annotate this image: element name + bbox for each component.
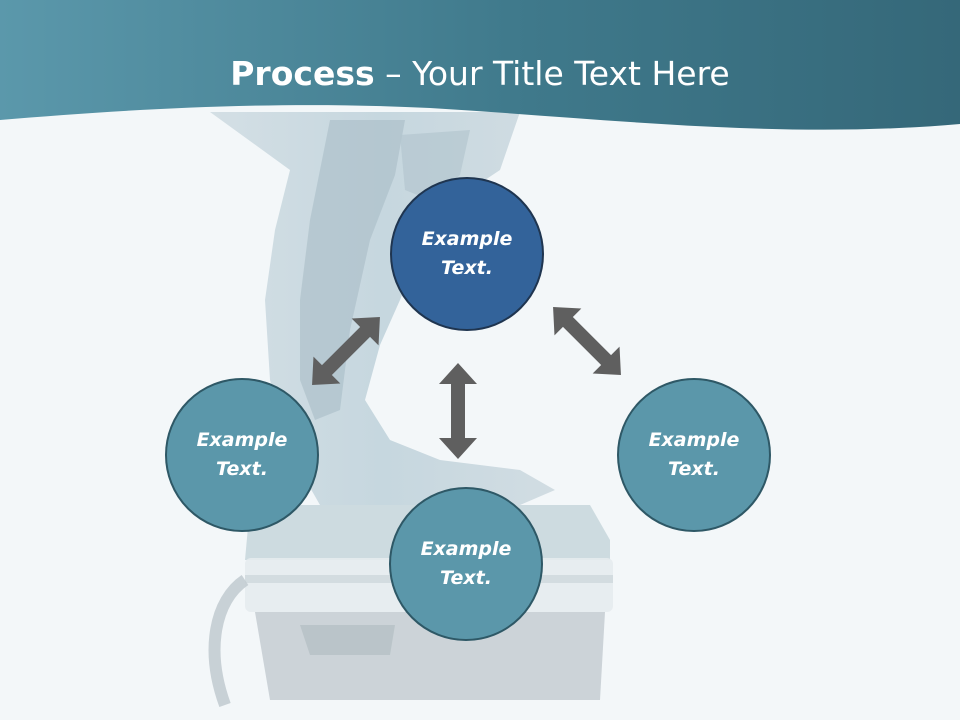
process-node-right[interactable]: Example Text. (617, 378, 771, 532)
process-node-top[interactable]: Example Text. (390, 177, 544, 331)
arrow-top-right (539, 293, 635, 389)
node-label: Example Text. (420, 538, 512, 589)
title-separator: – (374, 54, 413, 93)
title-bold: Process (230, 54, 375, 93)
node-label: Example Text. (421, 228, 513, 279)
process-node-left[interactable]: Example Text. (165, 378, 319, 532)
node-label: Example Text. (648, 429, 740, 480)
header-band (0, 0, 960, 130)
slide-title: Process – Your Title Text Here (0, 52, 960, 96)
node-label: Example Text. (196, 429, 288, 480)
title-rest: Your Title Text Here (412, 54, 730, 93)
arrow-top-left (298, 303, 394, 399)
process-node-bottom[interactable]: Example Text. (389, 487, 543, 641)
arrow-top-bottom (439, 363, 477, 459)
